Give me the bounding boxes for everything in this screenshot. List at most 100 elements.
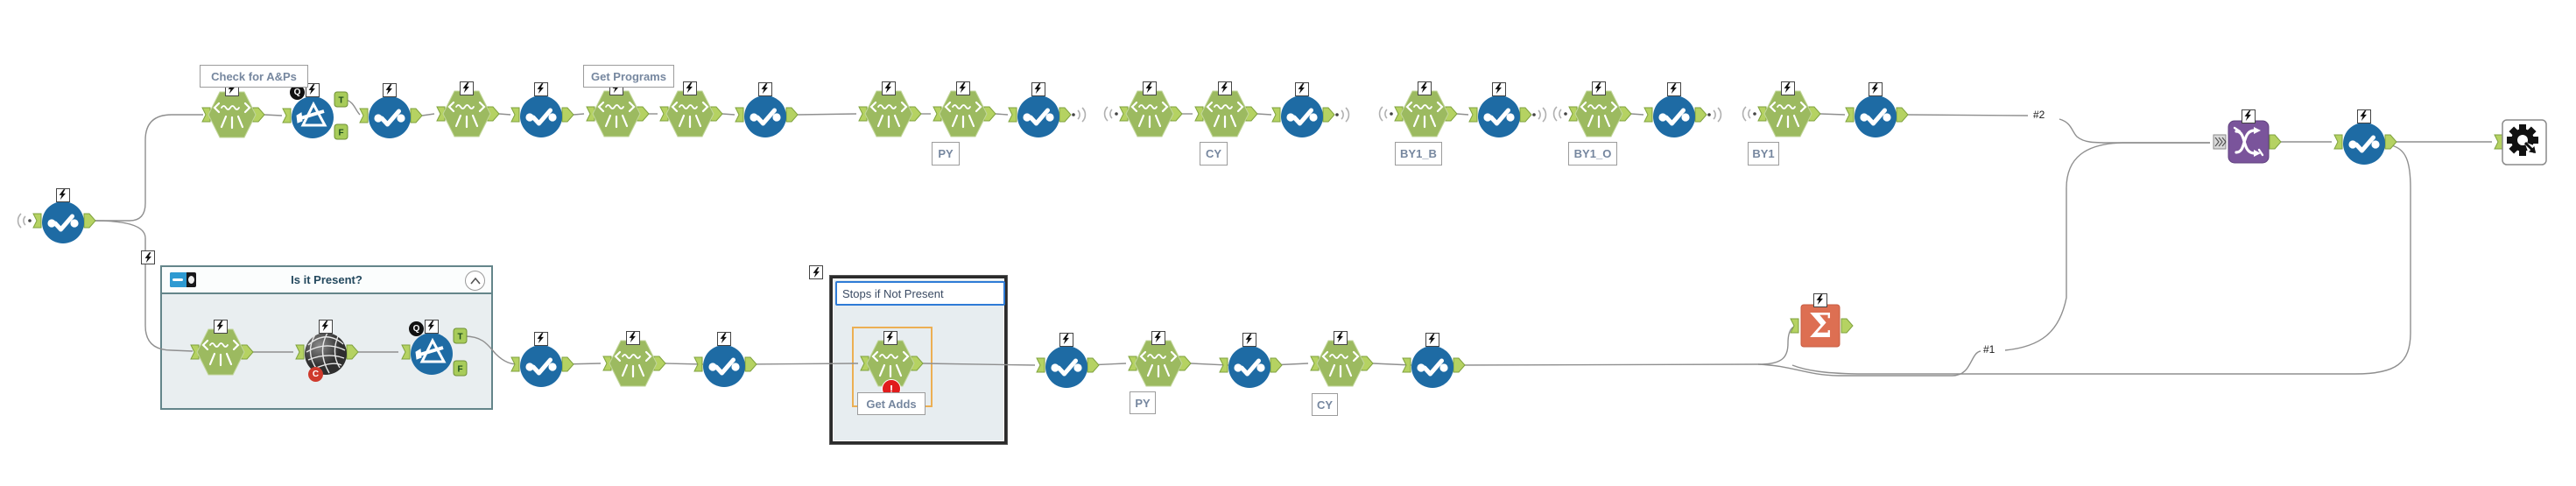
lightning-icon: [1221, 82, 1228, 94]
parse-hex-tool[interactable]: [1742, 81, 1833, 142]
lightning-badge: [758, 82, 772, 96]
wireless-output-icon: [1335, 107, 1350, 123]
lightning-icon: [427, 320, 434, 332]
lightning-badge: [1031, 82, 1045, 96]
parse-hex-tool[interactable]: [1295, 331, 1386, 391]
false-output-anchor[interactable]: F: [334, 123, 348, 140]
question-anchor-badge: Q: [290, 85, 305, 100]
true-output-anchor[interactable]: T: [334, 91, 348, 108]
lightning-badge: [1869, 82, 1883, 96]
lightning-badge: [56, 188, 70, 202]
union-tool[interactable]: [2203, 109, 2294, 170]
wireless-output-icon: [1532, 107, 1547, 123]
lightning-badge: [2357, 109, 2371, 123]
lightning-badge: [882, 81, 896, 95]
parse-hex-tool[interactable]: [588, 331, 679, 391]
lightning-badge: [306, 83, 320, 97]
check-tool[interactable]: [496, 82, 587, 143]
wireless-input-icon: [17, 213, 32, 229]
lightning-icon: [537, 333, 544, 344]
lightning-icon: [959, 82, 966, 94]
sigma-tool[interactable]: Σ: [1775, 293, 1866, 354]
container-title: Is it Present?: [291, 273, 362, 286]
check-tool[interactable]: [496, 332, 587, 392]
parse-hex-tool[interactable]: [1378, 81, 1470, 142]
tool-annotation-get-adds[interactable]: Get Adds: [857, 392, 926, 415]
check-tool[interactable]: [1830, 82, 1921, 143]
lightning-icon: [1420, 82, 1427, 94]
lightning-icon: [1594, 82, 1601, 94]
wireless-input-icon: [1378, 106, 1393, 122]
lightning-icon: [629, 332, 636, 343]
check-tool[interactable]: [1256, 82, 1350, 143]
check-tool[interactable]: [1629, 82, 1722, 143]
tool-annotation-py-bottom[interactable]: PY: [1130, 391, 1156, 414]
check-tool[interactable]: [2319, 109, 2410, 170]
tool-annotation-py-top[interactable]: PY: [932, 142, 960, 166]
parse-hex-tool[interactable]: [175, 320, 266, 380]
parse-hex-tool[interactable]: [918, 81, 1009, 142]
tool-annotation-cy-top[interactable]: CY: [1200, 142, 1228, 166]
container-enable-toggle[interactable]: [170, 272, 196, 287]
lightning-icon: [1670, 83, 1677, 95]
tool-annotation-cy-bottom[interactable]: CY: [1312, 393, 1338, 416]
sigma-icon: Σ: [1790, 304, 1854, 348]
check-circle-icon: [1845, 95, 1909, 137]
lightning-badge: [717, 332, 731, 346]
parse-hex-tool[interactable]: [644, 81, 735, 142]
tool-annotation-by1-o[interactable]: BY1_O: [1568, 142, 1617, 166]
tool-annotation-by1-b[interactable]: BY1_B: [1395, 142, 1442, 166]
tool-annotation-by1[interactable]: BY1: [1748, 142, 1779, 166]
multi-input-anchor[interactable]: [2213, 134, 2227, 150]
filter-funnel-icon: TF: [282, 91, 348, 140]
summarize-tool[interactable]: C: [280, 320, 371, 382]
check-tool[interactable]: [344, 83, 435, 144]
hex-parse-icon: [436, 90, 500, 137]
check-tool[interactable]: [1204, 333, 1295, 393]
tool-annotation-check-for-aps[interactable]: Check for A&Ps: [200, 65, 308, 88]
lightning-icon: [216, 320, 223, 332]
lightning-badge: [214, 320, 228, 334]
check-tool[interactable]: [17, 188, 109, 249]
lightning-icon: [720, 333, 727, 344]
connection-label-2[interactable]: #2: [2031, 109, 2047, 121]
false-output-anchor[interactable]: F: [453, 360, 468, 377]
check-tool[interactable]: [993, 82, 1087, 143]
macro-output-tool[interactable]: [2479, 114, 2570, 170]
check-tool[interactable]: [720, 82, 811, 143]
parse-hex-tool[interactable]: [421, 81, 512, 142]
lightning-icon: [1154, 332, 1161, 343]
check-circle-icon: [735, 95, 799, 137]
connection-label-1[interactable]: #1: [1981, 343, 1997, 356]
hex-parse-icon: [1194, 90, 1258, 137]
check-circle-icon: [1402, 346, 1466, 388]
lightning-icon: [385, 84, 392, 95]
collapse-button[interactable]: [465, 271, 485, 291]
parse-hex-tool[interactable]: [187, 82, 278, 143]
parse-hex-tool[interactable]: [1113, 331, 1204, 391]
check-tool[interactable]: [1453, 82, 1547, 143]
check-tool[interactable]: [1387, 333, 1478, 393]
parse-hex-tool[interactable]: !: [845, 331, 936, 398]
parse-hex-tool[interactable]: [1103, 81, 1195, 142]
check-tool[interactable]: [1021, 333, 1112, 393]
tool-annotation-get-programs[interactable]: Get Programs: [583, 65, 674, 88]
parse-hex-tool[interactable]: [1179, 81, 1270, 142]
lightning-icon: [1871, 83, 1878, 95]
parse-hex-tool[interactable]: [1552, 81, 1644, 142]
lightning-icon: [1245, 334, 1252, 345]
true-output-anchor[interactable]: T: [453, 328, 468, 344]
lightning-badge: [956, 81, 970, 95]
check-tool[interactable]: [679, 332, 770, 392]
gear-arrow-icon: [2494, 119, 2547, 166]
check-circle-icon: [1219, 346, 1283, 388]
union-helix-icon: [2213, 120, 2282, 164]
parse-hex-tool[interactable]: [843, 81, 934, 142]
wireless-output-icon: [1707, 107, 1722, 123]
lightning-icon: [1145, 82, 1152, 94]
lightning-badge: [883, 331, 897, 345]
